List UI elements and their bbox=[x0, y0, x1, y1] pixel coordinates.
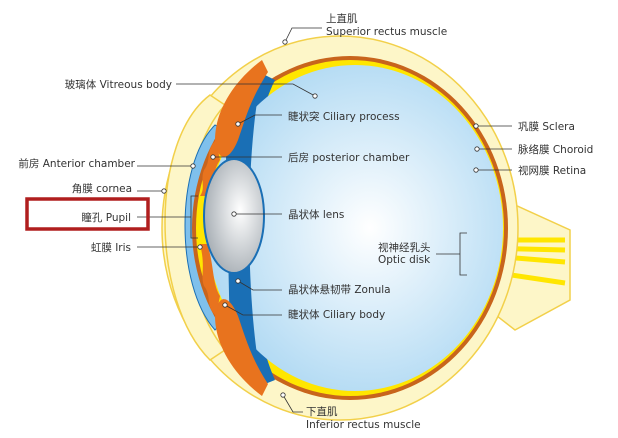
label-optic-disk-cn: 视神经乳头 bbox=[378, 241, 431, 254]
label-optic-disk-en: Optic disk bbox=[378, 254, 431, 266]
label-retina: 视网膜 Retina bbox=[518, 164, 586, 177]
optic-nerve-fibers bbox=[477, 237, 566, 286]
label-ciliary-process: 睫状突 Ciliary process bbox=[288, 110, 400, 123]
label-lens: 晶状体 lens bbox=[288, 208, 344, 221]
label-posterior-chamber: 后房 posterior chamber bbox=[288, 151, 410, 164]
iris-upper bbox=[200, 140, 220, 196]
pupil-highlight-box bbox=[25, 197, 150, 231]
ciliary-body-lower bbox=[215, 299, 268, 396]
label-cornea: 角膜 cornea bbox=[72, 183, 132, 195]
label-vitreous-body: 玻璃体 Vitreous body bbox=[65, 78, 172, 91]
vitreous-body bbox=[207, 65, 503, 391]
label-superior-rectus-cn: 上直肌 bbox=[326, 12, 358, 25]
label-choroid: 脉络膜 Choroid bbox=[518, 143, 593, 156]
leader-lines bbox=[137, 27, 512, 413]
label-sclera: 巩膜 Sclera bbox=[518, 121, 575, 133]
label-pupil: 瞳孔 Pupil bbox=[81, 211, 131, 224]
iris-lower bbox=[200, 244, 220, 316]
label-anterior-chamber: 前房 Anterior chamber bbox=[18, 157, 135, 170]
label-zonula: 晶状体悬韧带 Zonula bbox=[288, 283, 391, 296]
label-inferior-rectus-en: Inferior rectus muscle bbox=[306, 419, 421, 431]
label-inferior-rectus-cn: 下直肌 bbox=[306, 405, 338, 418]
label-ciliary-body: 睫状体 Ciliary body bbox=[288, 308, 385, 321]
label-iris: 虹膜 Iris bbox=[91, 242, 131, 254]
label-superior-rectus-en: Superior rectus muscle bbox=[326, 26, 447, 38]
